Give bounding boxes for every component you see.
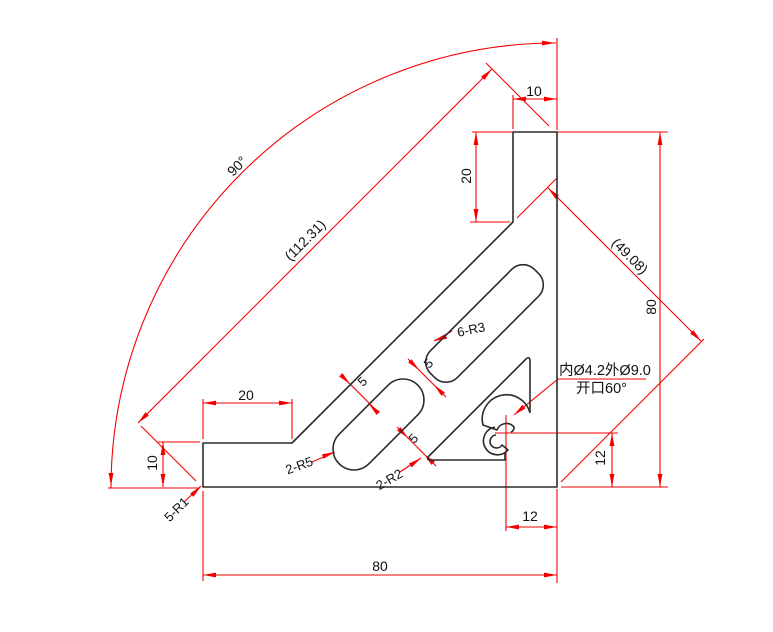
label-r2: 2-R2 — [373, 466, 405, 493]
dim-112-ext-top — [485, 62, 550, 127]
label-hole-off-bottom: 12 — [522, 508, 538, 524]
screw-boss-upper-lobe — [481, 393, 531, 433]
arrow — [544, 572, 557, 578]
arrow — [544, 96, 557, 102]
label-hole-note-1: 内Ø4.2外Ø9.0 — [559, 362, 651, 379]
arrow — [434, 334, 448, 341]
arrow — [408, 359, 419, 370]
label-tip-width: 10 — [526, 83, 542, 99]
label-width-bottom: 80 — [372, 558, 388, 574]
label-r3: 6-R3 — [456, 319, 487, 340]
upper-slot — [424, 263, 545, 384]
label-hole-off-right: 12 — [592, 450, 608, 466]
arrow — [548, 188, 559, 199]
inner-cavity — [426, 356, 531, 461]
label-leg-thickness: 10 — [144, 455, 160, 471]
dim-49-ext-top — [516, 177, 558, 219]
screw-boss-lower-lobe — [482, 426, 509, 456]
arrow — [434, 385, 445, 396]
label-angle: 90° — [224, 153, 250, 179]
arrow — [473, 132, 479, 145]
label-diag-corner: (49.08) — [609, 235, 652, 278]
arrow — [513, 96, 526, 102]
arrow — [609, 474, 615, 487]
arrow — [369, 404, 380, 415]
arrow — [506, 524, 519, 530]
lower-slot-group — [332, 378, 425, 471]
label-r5: 2-R5 — [283, 454, 315, 478]
angle-arc — [110, 42, 557, 489]
arrow — [321, 452, 335, 459]
label-height-right: 80 — [643, 299, 659, 315]
dim-112-ext-bottom — [140, 425, 197, 482]
label-tip-depth: 20 — [458, 168, 474, 184]
label-rib2: 5 — [420, 355, 436, 371]
lower-slot — [332, 378, 425, 471]
arrow — [542, 40, 555, 46]
arrow — [408, 458, 421, 468]
arrow — [690, 330, 701, 341]
dim-112-line — [137, 68, 493, 424]
label-rib3: 5 — [405, 430, 421, 446]
arrow — [544, 524, 557, 530]
dimension-labels: 90° (112.31) (49.08) 10 20 80 80 12 12 1… — [144, 83, 659, 574]
arrow — [203, 400, 216, 406]
label-leg-flat: 20 — [238, 387, 254, 403]
dim-49-line — [547, 187, 702, 342]
dimension-lines — [108, 38, 705, 583]
arrow — [657, 132, 663, 145]
arrow — [473, 209, 479, 222]
arrow — [609, 433, 615, 446]
part-geometry — [202, 131, 558, 488]
dim-49-ext-bottom — [560, 338, 705, 483]
label-rib1: 5 — [354, 373, 370, 389]
arrow — [108, 473, 114, 486]
label-hole-note-2: 开口60° — [576, 381, 627, 397]
arrow — [514, 404, 526, 415]
arrow — [339, 373, 350, 384]
arrow — [160, 442, 166, 455]
arrow — [160, 474, 166, 487]
arrow — [279, 400, 292, 406]
arrowheads — [108, 40, 701, 578]
arrow — [657, 474, 663, 487]
arrow — [481, 69, 492, 80]
upper-slot-group — [424, 263, 545, 384]
bracket-outline — [202, 131, 558, 488]
arrow — [190, 486, 201, 497]
arrow — [203, 572, 216, 578]
arrow — [138, 412, 149, 423]
arrow — [397, 427, 408, 438]
